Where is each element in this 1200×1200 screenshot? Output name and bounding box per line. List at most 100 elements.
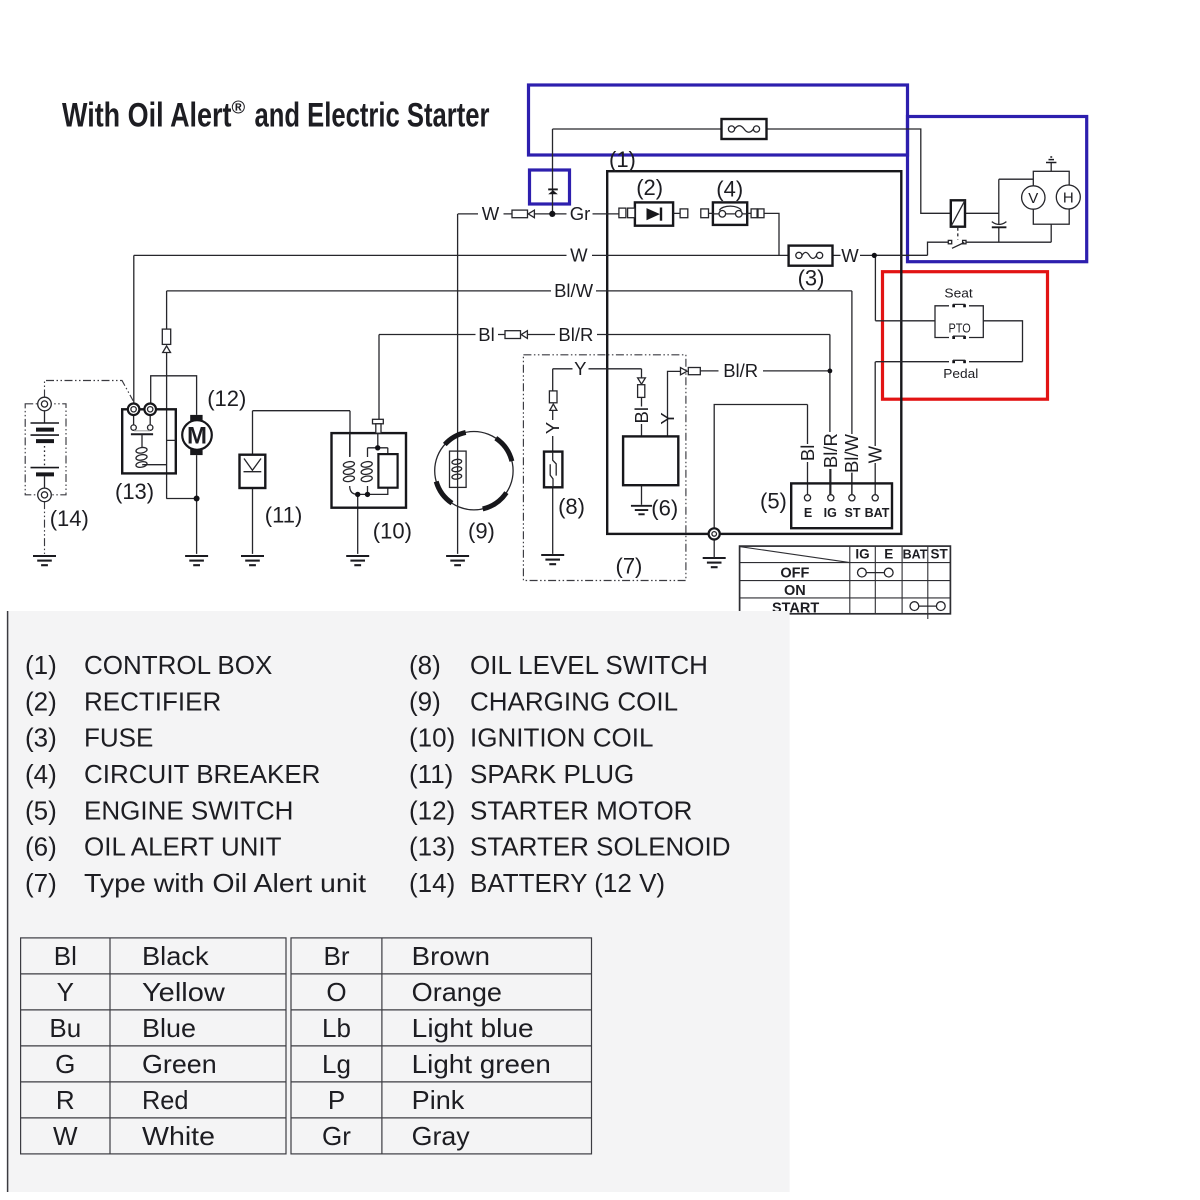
svg-text:FUSE: FUSE: [84, 723, 153, 753]
svg-text:Blue: Blue: [142, 1013, 196, 1043]
svg-text:(13): (13): [115, 479, 154, 504]
svg-text:Pink: Pink: [412, 1085, 466, 1115]
svg-text:(3): (3): [798, 266, 825, 291]
svg-text:STARTER MOTOR: STARTER MOTOR: [470, 795, 692, 825]
svg-text:(6): (6): [25, 832, 57, 862]
svg-text:SPARK PLUG: SPARK PLUG: [470, 759, 634, 789]
svg-text:(2): (2): [636, 175, 663, 200]
svg-text:Bl: Bl: [631, 407, 652, 423]
svg-text:BAT: BAT: [903, 548, 928, 562]
svg-text:and Electric Starter: and Electric Starter: [255, 96, 490, 134]
svg-text:Yellow: Yellow: [142, 977, 225, 1007]
svg-text:CONTROL BOX: CONTROL BOX: [84, 650, 272, 680]
svg-text:OFF: OFF: [780, 566, 809, 582]
svg-text:W: W: [865, 445, 886, 463]
svg-text:ST: ST: [845, 506, 861, 520]
svg-text:White: White: [142, 1121, 215, 1151]
svg-text:BATTERY (12 V): BATTERY (12 V): [470, 868, 665, 898]
svg-text:(13): (13): [409, 832, 455, 862]
svg-text:RECTIFIER: RECTIFIER: [84, 686, 221, 716]
svg-text:CHARGING COIL: CHARGING COIL: [470, 686, 678, 716]
svg-text:(1): (1): [609, 147, 636, 172]
svg-text:(11): (11): [265, 503, 303, 528]
svg-text:Light blue: Light blue: [412, 1013, 534, 1043]
svg-text:Black: Black: [142, 941, 210, 971]
svg-text:(14): (14): [50, 506, 89, 531]
svg-text:(9): (9): [468, 519, 495, 544]
svg-text:Lb: Lb: [322, 1013, 351, 1043]
svg-text:Bu: Bu: [49, 1013, 81, 1043]
svg-text:ENGINE SWITCH: ENGINE SWITCH: [84, 795, 293, 825]
svg-text:ON: ON: [784, 583, 806, 599]
svg-text:Light green: Light green: [412, 1049, 551, 1079]
svg-text:W: W: [53, 1121, 78, 1151]
svg-text:Bl/R: Bl/R: [723, 360, 758, 381]
svg-text:W: W: [841, 245, 859, 266]
svg-text:E: E: [884, 547, 893, 562]
svg-text:BAT: BAT: [865, 506, 890, 520]
svg-text:Green: Green: [142, 1049, 217, 1079]
svg-text:(3): (3): [25, 723, 57, 753]
svg-text:P: P: [328, 1085, 345, 1115]
svg-text:R: R: [56, 1085, 75, 1115]
svg-text:(2): (2): [25, 686, 57, 716]
svg-text:PTO: PTO: [948, 322, 971, 336]
svg-text:Pedal: Pedal: [943, 366, 978, 381]
svg-text:(10): (10): [373, 519, 412, 544]
svg-text:W: W: [482, 203, 500, 224]
svg-text:Orange: Orange: [412, 977, 502, 1007]
svg-text:OIL ALERT UNIT: OIL ALERT UNIT: [84, 832, 282, 862]
svg-text:Seat: Seat: [944, 286, 973, 301]
svg-text:Type with Oil Alert unit: Type with Oil Alert unit: [84, 868, 367, 898]
svg-text:STARTER SOLENOID: STARTER SOLENOID: [470, 832, 731, 862]
svg-text:Red: Red: [142, 1085, 189, 1115]
svg-text:O: O: [326, 977, 346, 1007]
svg-text:(8): (8): [409, 650, 441, 680]
svg-text:Bl/W: Bl/W: [554, 280, 594, 301]
svg-text:Y: Y: [57, 977, 74, 1007]
svg-text:(10): (10): [409, 723, 455, 753]
svg-text:(7): (7): [25, 868, 57, 898]
svg-text:(12): (12): [409, 795, 455, 825]
svg-text:(7): (7): [616, 554, 643, 579]
svg-text:G: G: [55, 1049, 75, 1079]
svg-text:M: M: [187, 423, 207, 450]
svg-text:Y: Y: [542, 422, 563, 434]
svg-text:®: ®: [232, 97, 246, 118]
svg-text:W: W: [570, 245, 588, 266]
svg-text:Y: Y: [574, 358, 586, 379]
svg-text:(8): (8): [558, 494, 585, 519]
svg-text:Gray: Gray: [412, 1121, 470, 1151]
svg-text:E: E: [804, 506, 812, 520]
svg-text:Gr: Gr: [570, 203, 591, 224]
svg-text:(5): (5): [760, 488, 787, 513]
svg-text:V: V: [1028, 190, 1038, 207]
svg-text:Br: Br: [324, 941, 350, 971]
svg-text:(4): (4): [25, 759, 57, 789]
svg-text:With Oil Alert: With Oil Alert: [62, 96, 232, 134]
svg-text:Lg: Lg: [322, 1049, 351, 1079]
svg-text:Brown: Brown: [412, 941, 490, 971]
svg-text:Bl: Bl: [478, 324, 494, 345]
svg-text:(11): (11): [409, 759, 453, 789]
svg-text:(6): (6): [651, 495, 678, 520]
svg-text:(1): (1): [25, 650, 57, 680]
svg-text:(12): (12): [207, 386, 246, 411]
svg-text:Gr: Gr: [322, 1121, 351, 1151]
svg-text:OIL LEVEL SWITCH: OIL LEVEL SWITCH: [470, 650, 708, 680]
svg-text:(9): (9): [409, 686, 441, 716]
svg-text:Bl/R: Bl/R: [558, 324, 593, 345]
svg-text:Bl/W: Bl/W: [841, 433, 862, 473]
svg-text:IG: IG: [855, 547, 869, 562]
svg-text:(5): (5): [25, 795, 57, 825]
svg-text:(14): (14): [409, 868, 455, 898]
svg-text:IGNITION COIL: IGNITION COIL: [470, 723, 653, 753]
svg-text:IG: IG: [824, 506, 837, 520]
svg-text:(4): (4): [716, 177, 743, 202]
svg-text:Bl: Bl: [54, 941, 77, 971]
svg-text:Bl/R: Bl/R: [820, 433, 841, 468]
svg-text:CIRCUIT BREAKER: CIRCUIT BREAKER: [84, 759, 320, 789]
svg-text:ST: ST: [930, 547, 948, 562]
svg-text:Y: Y: [657, 412, 678, 424]
svg-text:Bl: Bl: [797, 445, 818, 461]
